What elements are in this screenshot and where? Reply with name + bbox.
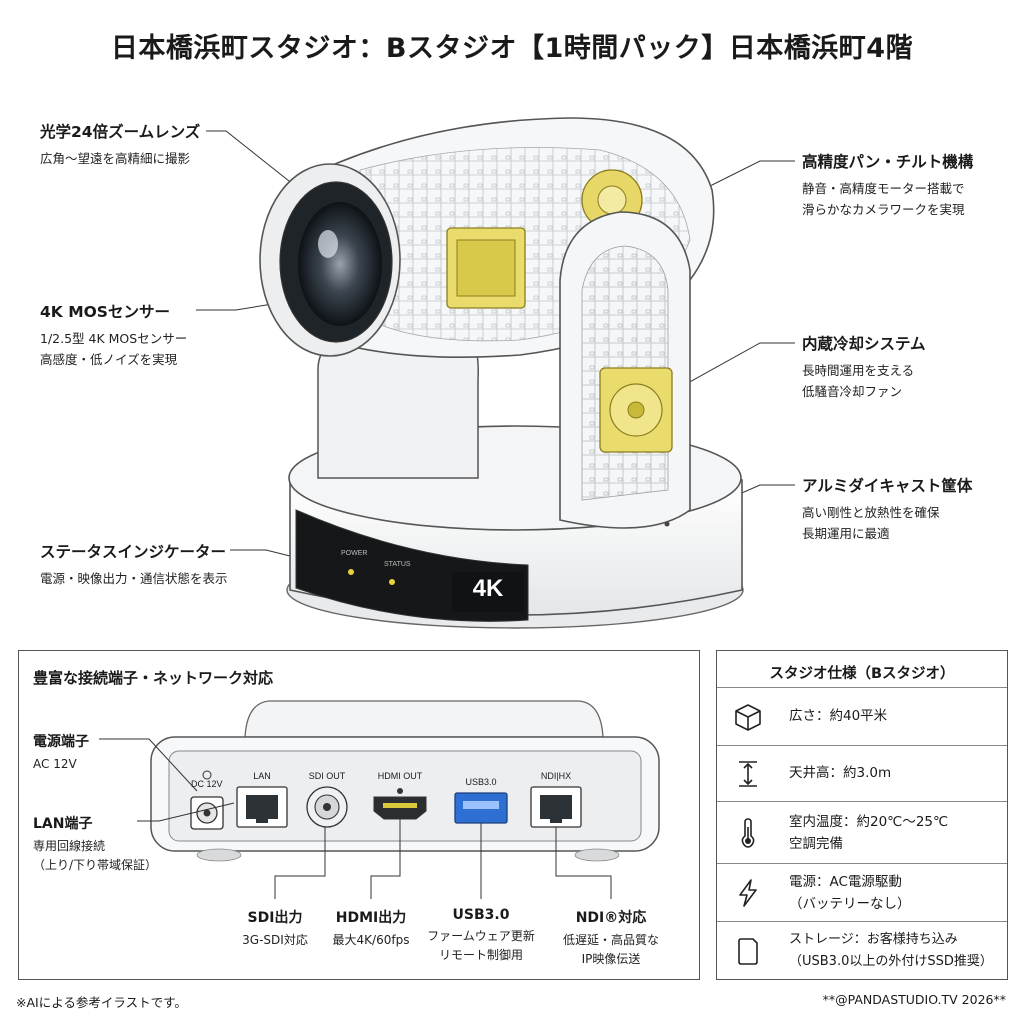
spec-row-temperature: 室内温度：約20℃〜25℃ 空調完備: [717, 801, 1007, 863]
callout-mos-sensor: 4K MOSセンサー 1/2.5型 4K MOSセンサー 高感度・低ノイズを実現: [40, 300, 187, 370]
callout-desc-line: 静音・高精度モーター搭載で: [802, 181, 965, 196]
footer-note: ※AIによる参考イラストです。: [16, 995, 187, 1010]
label-ndi: NDI®対応 低遅延・高品質な IP映像伝送: [561, 907, 661, 969]
label-desc-block: 専用回線接続 （上り/下り帯域保証）: [33, 837, 157, 875]
label-title: SDI出力: [247, 910, 303, 926]
callout-title: 高精度パン・チルト機構: [802, 153, 974, 171]
studio-spec-panel: スタジオ仕様（Bスタジオ） 広さ：約40平米 天井高：約3.0m 室内温度：約2…: [716, 650, 1008, 980]
ceiling-height-icon: [739, 761, 757, 787]
label-desc-line: 低遅延・高品質な: [562, 933, 659, 947]
callout-desc-block: 静音・高精度モーター搭載で 滑らかなカメラワークを実現: [802, 178, 973, 220]
spec-text-block: 室内温度：約20℃〜25℃ 空調完備: [789, 811, 948, 855]
camera-arm: [559, 211, 691, 529]
callout-title: アルミダイキャスト筐体: [802, 477, 973, 495]
usb-port: [454, 792, 508, 824]
label-title: USB3.0: [452, 907, 510, 923]
badge-4k: 4K: [472, 575, 504, 602]
page-title: 日本橋浜町スタジオ：Bスタジオ【1時間パック】日本橋浜町4階: [110, 33, 914, 64]
spec-text-line: 電源：AC電源駆動: [789, 874, 902, 890]
label-usb30: USB3.0 ファームウェア更新 リモート制御用: [423, 907, 539, 965]
document-icon: [738, 938, 758, 965]
label-desc: AC 12V: [33, 757, 77, 771]
callout-title: 4K MOSセンサー: [40, 303, 170, 321]
callout-desc-line: 高感度・低ノイズを実現: [40, 352, 178, 367]
callout-zoom-lens: 光学24倍ズームレンズ 広角〜望遠を高精細に撮影: [40, 120, 200, 169]
port-label-dc: DC 12V: [191, 779, 223, 789]
ndi-lan-port: [530, 786, 582, 828]
port-label-ndi: NDI|HX: [540, 771, 572, 781]
spec-text-line: 空調完備: [789, 836, 843, 852]
sdi-port: [306, 786, 348, 828]
spec-row-area: 広さ：約40平米: [717, 687, 1007, 745]
spec-text-line: （バッテリーなし）: [789, 896, 911, 912]
ptz-camera-illustration: POWER STATUS: [196, 117, 795, 629]
callout-cooling: 内蔵冷却システム 長時間運用を支える 低騒音冷却ファン: [802, 332, 926, 402]
callout-pan-tilt: 高精度パン・チルト機構 静音・高精度モーター搭載で 滑らかなカメラワークを実現: [802, 150, 973, 220]
label-desc-line: リモート制御用: [438, 948, 523, 962]
spec-row-ceiling: 天井高：約3.0m: [717, 745, 1007, 801]
callout-desc: 電源・映像出力・通信状態を表示: [40, 571, 228, 586]
connections-title: 豊富な接続端子・ネットワーク対応: [33, 669, 274, 687]
port-label-hdmi: HDMI OUT: [377, 771, 423, 781]
hdmi-port: [373, 788, 427, 820]
connections-panel: 豊富な接続端子・ネットワーク対応: [18, 650, 700, 980]
callout-desc-line: 低騒音冷却ファン: [802, 384, 903, 399]
lightning-icon: [739, 879, 757, 907]
svg-text:POWER: POWER: [341, 550, 367, 557]
svg-text:STATUS: STATUS: [384, 561, 411, 568]
label-sdi-output: SDI出力 3G-SDI対応: [225, 907, 325, 950]
callout-desc-block: 1/2.5型 4K MOSセンサー 高感度・低ノイズを実現: [40, 328, 187, 370]
spec-text-block: ストレージ：お客様持ち込み （USB3.0以上の外付けSSD推奨）: [789, 929, 993, 973]
callout-desc-line: 長期運用に最適: [802, 526, 890, 541]
callout-desc-block: 高い剛性と放熱性を確保 長期運用に最適: [802, 502, 972, 544]
callout-housing: アルミダイキャスト筐体 高い剛性と放熱性を確保 長期運用に最適: [802, 474, 972, 544]
label-lan-terminal: LAN端子 専用回線接続 （上り/下り帯域保証）: [33, 813, 157, 875]
label-hdmi-output: HDMI出力 最大4K/60fps: [321, 907, 421, 950]
spec-title: スタジオ仕様（Bスタジオ）: [769, 666, 955, 682]
thermometer-icon: [741, 818, 755, 848]
label-desc: 3G-SDI対応: [242, 933, 308, 947]
callout-desc-line: 1/2.5型 4K MOSセンサー: [40, 331, 188, 346]
spec-text: 天井高：約3.0m: [789, 765, 892, 781]
callout-desc-line: 長時間運用を支える: [802, 363, 915, 378]
spec-text-line: 室内温度：約20℃〜25℃: [789, 814, 949, 830]
connection-leader-lines: [99, 738, 612, 899]
spec-text: 広さ：約40平米: [789, 708, 888, 724]
callout-desc-line: 滑らかなカメラワークを実現: [802, 202, 965, 217]
callout-title: ステータスインジケーター: [40, 543, 227, 561]
port-label-usb: USB3.0: [465, 777, 497, 787]
label-title: 電源端子: [33, 734, 89, 750]
label-title: NDI®対応: [575, 910, 647, 926]
callout-desc-block: 長時間運用を支える 低騒音冷却ファン: [802, 360, 926, 402]
cube-icon: [735, 704, 761, 731]
footer-copyright: **@PANDASTUDIO.TV 2026**: [822, 992, 1006, 1007]
callout-desc-line: 高い剛性と放熱性を確保: [802, 505, 940, 520]
spec-text-line: ストレージ：お客様持ち込み: [789, 932, 958, 947]
label-desc-line: 専用回線接続: [33, 839, 106, 853]
label-title: LAN端子: [33, 816, 93, 832]
spec-row-power: 電源：AC電源駆動 （バッテリーなし）: [717, 863, 1007, 921]
label-desc-line: ファームウェア更新: [427, 929, 535, 943]
spec-row-storage: ストレージ：お客様持ち込み （USB3.0以上の外付けSSD推奨）: [717, 921, 1007, 981]
label-desc-block: 低遅延・高品質な IP映像伝送: [561, 931, 661, 969]
spec-text-block: 電源：AC電源駆動 （バッテリーなし）: [789, 871, 911, 915]
callout-title: 内蔵冷却システム: [802, 335, 926, 353]
yoke-pedestal: [317, 337, 479, 479]
callout-desc: 広角〜望遠を高精細に撮影: [40, 151, 191, 166]
label-desc-line: IP映像伝送: [581, 952, 641, 966]
lan-port: [236, 786, 288, 828]
badge-4k-box: [452, 572, 524, 612]
rear-panel-illustration: [99, 700, 660, 899]
label-desc: 最大4K/60fps: [332, 933, 410, 947]
label-desc-block: ファームウェア更新 リモート制御用: [423, 927, 539, 965]
port-label-lan: LAN: [253, 771, 271, 781]
spec-text-line: （USB3.0以上の外付けSSD推奨）: [789, 954, 993, 969]
callout-status-indicator: ステータスインジケーター 電源・映像出力・通信状態を表示: [40, 540, 228, 589]
label-title: HDMI出力: [335, 910, 407, 926]
label-desc-line: （上り/下り帯域保証）: [33, 858, 158, 872]
callout-title: 光学24倍ズームレンズ: [40, 123, 201, 141]
label-power-terminal: 電源端子 AC 12V: [33, 731, 89, 774]
port-label-sdi: SDI OUT: [308, 771, 346, 781]
